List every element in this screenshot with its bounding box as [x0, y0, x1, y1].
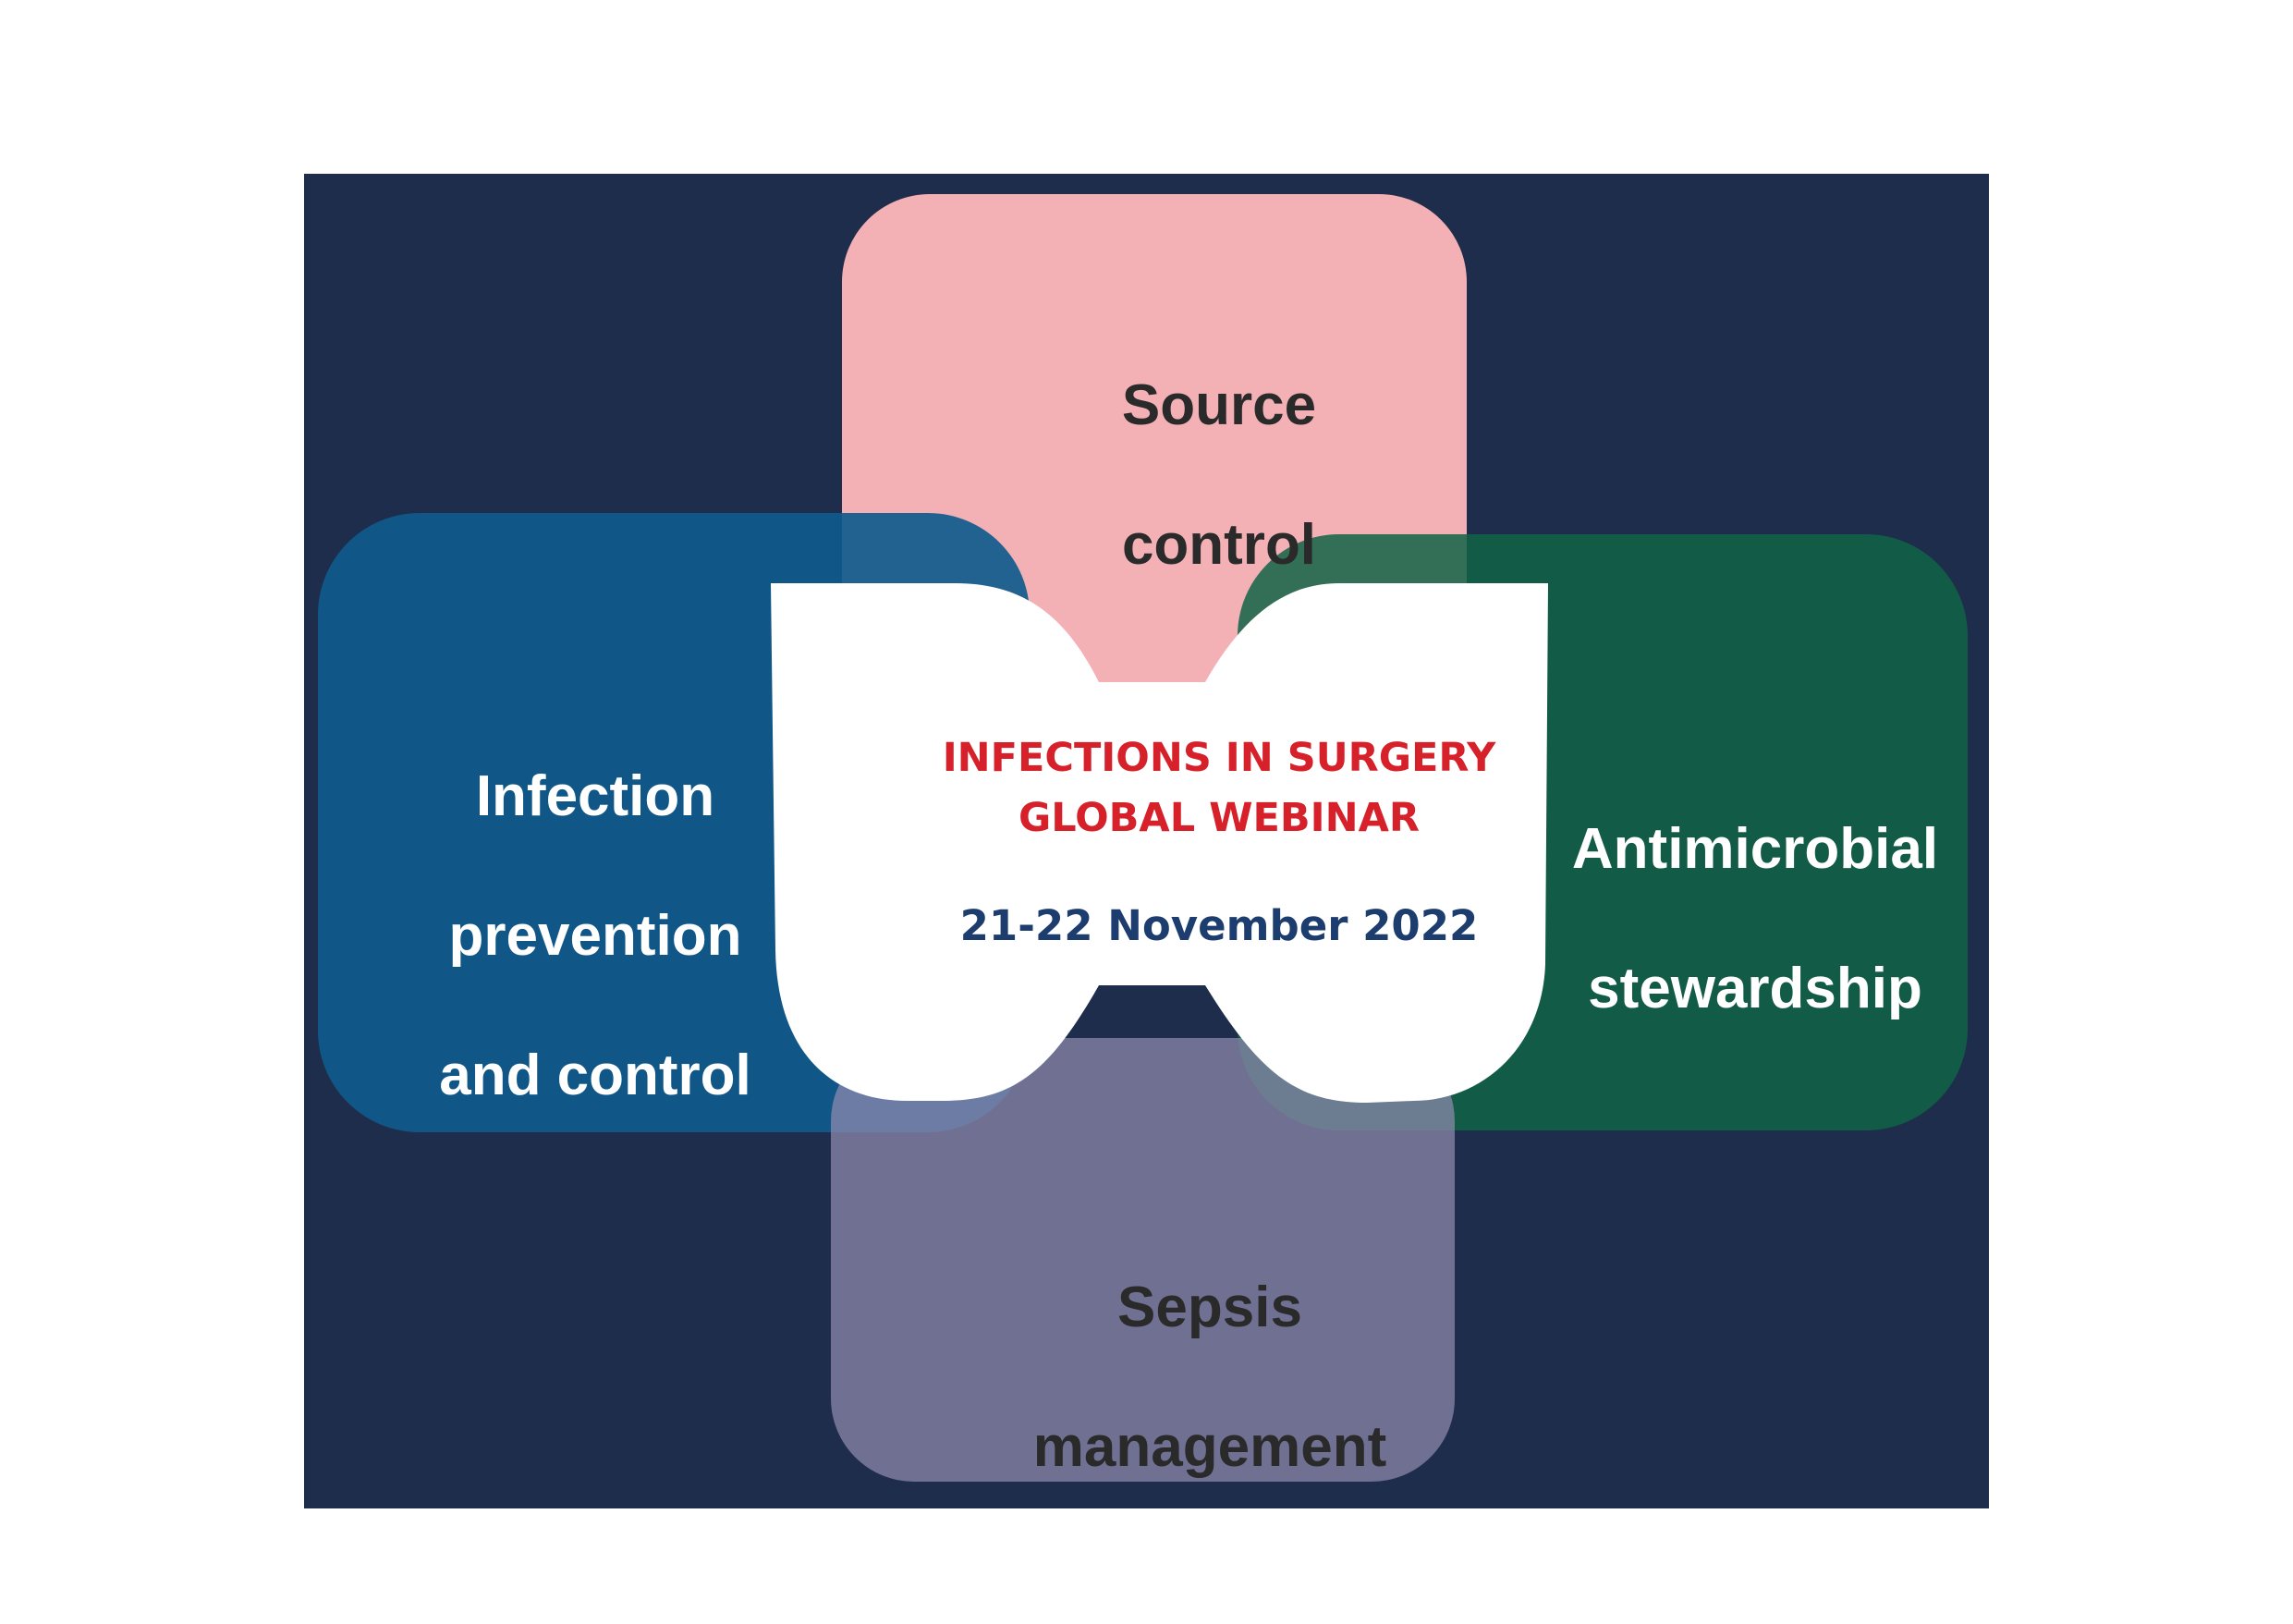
- infection-prevention-line-1: Infection: [475, 763, 715, 828]
- infection-prevention-line-3: and control: [439, 1044, 751, 1108]
- diagram-panel: Source control Infection prevention and …: [304, 174, 1989, 1508]
- antimicrobial-stewardship-label: Antimicrobial stewardship: [1538, 744, 1972, 1093]
- infection-prevention-label: Infection prevention and control: [396, 691, 794, 1180]
- antimicrobial-line-1: Antimicrobial: [1571, 816, 1939, 881]
- antimicrobial-line-2: stewardship: [1588, 956, 1922, 1020]
- webinar-title: INFECTIONS IN SURGERY GLOBAL WEBINAR: [803, 728, 1635, 848]
- source-control-line-2: control: [1121, 512, 1317, 577]
- center-shape: [771, 583, 1548, 1103]
- sepsis-box: [831, 1038, 1455, 1482]
- source-control-line-1: Source: [1121, 372, 1317, 437]
- center-text: INFECTIONS IN SURGERY GLOBAL WEBINAR 21-…: [803, 728, 1635, 950]
- sepsis-line-2: management: [1032, 1414, 1387, 1479]
- webinar-title-line-1: INFECTIONS IN SURGERY: [942, 735, 1496, 781]
- source-control-label: Source control: [1025, 300, 1413, 650]
- infection-prevention-line-2: prevention: [448, 903, 742, 968]
- webinar-title-line-2: GLOBAL WEBINAR: [1018, 794, 1421, 841]
- diagram-graphic: [304, 174, 1989, 1508]
- sepsis-line-1: Sepsis: [1117, 1275, 1302, 1339]
- webinar-date: 21-22 November 2022: [959, 901, 1479, 950]
- sepsis-management-label: Sepsis management: [933, 1203, 1487, 1552]
